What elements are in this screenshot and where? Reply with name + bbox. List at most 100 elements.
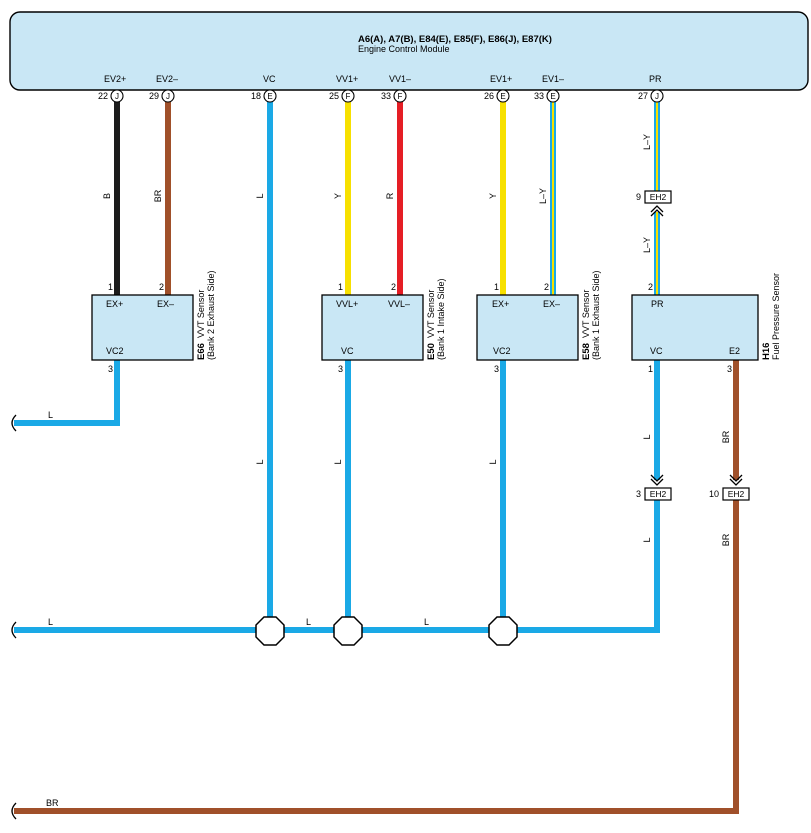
wire-h16-vc-lower: [503, 500, 660, 633]
pin-name: VVL–: [388, 299, 410, 309]
ecm-conn-letter: J: [655, 92, 659, 101]
ecm-conn-letter: J: [115, 92, 119, 101]
pin-name: PR: [651, 299, 664, 309]
ecm-title: A6(A), A7(B), E84(E), E85(F), E86(J), E8…: [358, 34, 552, 45]
component-label-e58: E58 VVT Sensor (Bank 1 Exhaust Side): [581, 270, 601, 360]
wire-ground-br: [14, 500, 739, 814]
connector-name: EH2: [650, 192, 667, 202]
pin-number: 2: [544, 282, 549, 292]
ecm-terminal-circles: [110, 89, 664, 103]
ecm-conn-letter: J: [166, 92, 170, 101]
svg-text:(Bank 1 Exhaust Side): (Bank 1 Exhaust Side): [591, 270, 601, 360]
connector-pin: 3: [636, 489, 641, 499]
ecm-conn-letter: E: [550, 92, 555, 101]
ecm-pin-number: 26: [484, 91, 494, 101]
svg-text:Fuel Pressure Sensor: Fuel Pressure Sensor: [771, 273, 781, 360]
ecm-pin-number: 22: [98, 91, 108, 101]
svg-text:VVT Sensor: VVT Sensor: [426, 290, 436, 338]
connector-name: EH2: [650, 489, 667, 499]
wire-e66-vc2: [14, 360, 120, 426]
wire-color-label: L: [424, 617, 429, 627]
pin-name: VVL+: [336, 299, 358, 309]
pin-name: EX+: [106, 299, 123, 309]
break-mark: [11, 621, 17, 639]
ecm-terminal-name: PR: [649, 74, 662, 84]
wire-color-label: BR: [153, 189, 163, 202]
ecm-terminal-name: EV2+: [104, 74, 126, 84]
connector-pin: 9: [636, 192, 641, 202]
wire-color-label: L–Y: [642, 237, 652, 253]
component-label-e66: E66 VVT Sensor (Bank 2 Exhaust Side): [196, 270, 216, 360]
svg-text:VVT Sensor: VVT Sensor: [581, 290, 591, 338]
ecm-conn-letter: F: [346, 92, 351, 101]
connector-chevron-icon: [650, 474, 664, 486]
wire-color-label: L: [333, 459, 343, 464]
ecm-terminal-name: EV1+: [490, 74, 512, 84]
break-mark: [11, 414, 17, 432]
splice-point: [333, 616, 363, 646]
pin-name: EX–: [543, 299, 560, 309]
ecm-pin-number: 18: [251, 91, 261, 101]
wire-color-label: L: [255, 193, 265, 198]
ecm-terminal-name: VC: [263, 74, 276, 84]
connector-pin: 10: [709, 489, 719, 499]
pin-name: E2: [729, 346, 740, 356]
wire-color-label: L: [642, 537, 652, 542]
break-mark: [11, 802, 17, 820]
wire-color-label: L: [48, 617, 53, 627]
pin-number: 3: [727, 364, 732, 374]
ecm-box: [9, 11, 809, 91]
pin-number: 3: [338, 364, 343, 374]
ecm-conn-letter: F: [398, 92, 403, 101]
pin-number: 3: [108, 364, 113, 374]
pin-number: 2: [159, 282, 164, 292]
wire-color-label: L: [255, 459, 265, 464]
pin-number: 1: [338, 282, 343, 292]
pin-number: 1: [108, 282, 113, 292]
svg-text:E58: E58: [581, 343, 592, 360]
pin-name: VC2: [493, 346, 511, 356]
component-e58: [476, 294, 579, 361]
component-e66: [91, 294, 194, 361]
svg-text:E66: E66: [196, 343, 207, 360]
component-e50: [321, 294, 424, 361]
wire-color-label: L: [488, 459, 498, 464]
pin-number: 1: [494, 282, 499, 292]
pin-number: 3: [494, 364, 499, 374]
svg-text:H16: H16: [761, 343, 772, 360]
splice-point: [488, 616, 518, 646]
wire-color-label: BR: [721, 533, 731, 546]
ecm-subtitle: Engine Control Module: [358, 44, 450, 54]
ecm-pin-number: 25: [329, 91, 339, 101]
connector-chevron-icon: [729, 474, 743, 486]
wire-color-label: BR: [46, 798, 59, 808]
pin-name: EX–: [157, 299, 174, 309]
pin-name: VC2: [106, 346, 124, 356]
ecm-pin-number: 27: [638, 91, 648, 101]
wire-color-label: R: [385, 192, 395, 199]
connector-eh2: [644, 487, 672, 501]
wire-color-label: L: [306, 617, 311, 627]
ecm-pin-number: 33: [534, 91, 544, 101]
connector-chevron-icon: [650, 205, 664, 217]
svg-text:VVT Sensor: VVT Sensor: [196, 290, 206, 338]
wire-color-label: L: [642, 434, 652, 439]
ecm-conn-letter: E: [267, 92, 272, 101]
wire-color-label: BR: [721, 430, 731, 443]
ecm-terminal-name: VV1–: [389, 74, 411, 84]
ecm-conn-letter: E: [500, 92, 505, 101]
ecm-pin-number: 33: [381, 91, 391, 101]
svg-text:E50: E50: [426, 343, 437, 360]
pin-number: 2: [391, 282, 396, 292]
component-label-e50: E50 VVT Sensor (Bank 1 Intake Side): [426, 278, 446, 360]
wire-color-label: B: [102, 193, 112, 199]
wire-color-label: L–Y: [642, 134, 652, 150]
wire-color-label: L: [48, 410, 53, 420]
splice-point: [255, 616, 285, 646]
svg-text:(Bank 1 Intake Side): (Bank 1 Intake Side): [436, 278, 446, 360]
connector-eh2: [722, 487, 750, 501]
pin-number: 2: [648, 282, 653, 292]
connector-eh2: [644, 190, 672, 204]
connector-name: EH2: [728, 489, 745, 499]
